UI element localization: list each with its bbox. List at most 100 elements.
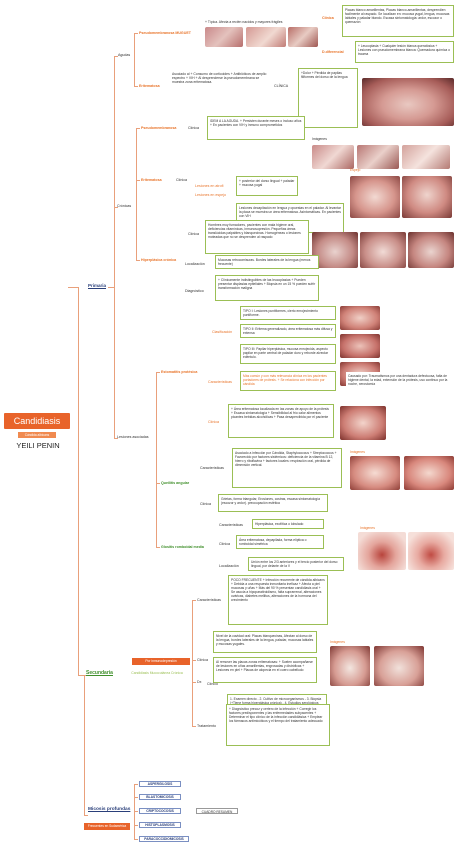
asoc-queil-caract-box: Asociado a infección por Cándida, Staphy… [232,448,342,488]
asoc-causado-box: Causado por: Traumatismos por una dentad… [346,372,454,398]
sec-tag-cmc: Candidiasis Mucocutánea Crónica [131,671,183,675]
asoc-glos-photo-1 [358,532,406,570]
aguda-photo-3 [288,27,318,47]
cron-hiper-label: Hiperplásica crónica [141,258,177,262]
branch-primaria: Primaria [88,283,107,288]
cron-hiper-box: Hombres muy fumadores, pacientes con mal… [205,220,309,254]
cron-diag-box: + Clínicamente indistinguibles de las le… [215,275,319,301]
aguda-dif: D.diferencial [322,50,344,54]
cron-pseudo-label: Pseudomembranosa [141,126,177,130]
asoc-queil-label: Queilitis angular [161,481,190,485]
cron-hiper-clinica: Clínica [188,232,199,236]
branch-secundaria: Secundaria [86,670,113,676]
asoc-tipo1: TIPO I: Lesiones puntiformes, cierto enr… [240,306,336,320]
asoc-glos-imgs: Imágenes [360,526,375,530]
aguda-pseudo-text: + Típica. Afecta a recién nacidos y mayo… [205,20,283,24]
aguda-clinica-box: Placas blanco amarillentas, Placas blanc… [342,5,454,37]
cron-espejo-tag: Espejo [350,168,361,172]
sec-clinica: Clínica [197,658,208,662]
asoc-glos-clin-box: Área eritematosa, depapilada, forma elíp… [236,535,324,549]
asoc-queil-imgs: Imágenes [350,450,365,454]
sec-photo-2 [374,646,424,686]
aguda-photo-2 [246,27,286,47]
asoc-queil-photo-1 [350,456,400,490]
cron-pseudo-box: IDEM A LA AGUDA. + Persisten durante mes… [207,116,305,140]
aguda-dif-box: + Leucoplasia + Cualquier lesión blanca … [355,41,454,63]
cron-loc-box: Mucosas retrocomisuras. Bordes laterales… [215,255,319,269]
cron-diag: Diagnóstico [185,289,204,293]
main-title: Candidiasis Oral [4,413,70,442]
sec-tag-inmuno: Por inmunodepresión [132,658,190,665]
asoc-tipo2: TIPO II: Eritema generalizado, área erit… [240,324,336,338]
cron-loc: Localización [185,262,205,266]
aguda-eri-photo [362,78,454,126]
branch-micosis: Micosis profundas [88,807,131,812]
branch-cronicas: Crónicas [117,204,132,208]
cron-images-label: Imágenes [312,137,327,141]
cron-hiper-photo-3 [408,232,454,268]
cron-photo-2 [357,145,399,169]
micosis-cuadro-resumen: CUADRO RESUMEN [196,808,238,814]
asoc-glos-loc: Localización [219,564,239,568]
sec-dx: Dx [197,680,202,684]
asoc-queil-caract: Características [200,466,224,470]
cron-pseudo-clinica: Clínica [188,126,199,130]
asoc-queil-clin: Clínica [200,502,211,506]
asoc-glos-label: Glositis romboidal media [161,545,204,549]
sec-trat-box: + Diagnóstico precoz y certero de la inf… [226,704,330,746]
sec-caract-box: POCO FRECUENTE + Infección recurrente de… [228,575,328,625]
cron-eri-label: Eritematosa [141,178,162,182]
micosis-item-histoplasmosis: HISTOPLASMOSIS [139,822,181,828]
asoc-caract-box: Más común y con más relevancia clínica e… [240,371,336,391]
title-badge: Cándida albicans [18,432,56,438]
asoc-glos-caract: Características [219,523,243,527]
asoc-tipo3: TIPO III: Papilar hiperplásica, mucosa e… [240,344,336,364]
sec-clinica-box-1: Nivel de la cavidad oral: Placas blanque… [213,631,317,653]
aguda-eri-clinica-box: +Dolor + Pérdida de papilas filiformes d… [298,68,358,128]
asoc-estom-label: Estomatitis protésica [161,370,198,374]
cron-espejo-photo-2 [402,176,452,218]
aguda-eri-label: Eritematosa [139,84,160,88]
aguda-photo-1 [205,27,243,47]
micosis-badge: Frecuentes en Sudamérica [84,823,130,830]
asoc-estom-photo-2 [340,334,380,358]
aguda-clinica: Clínica [322,16,334,20]
sec-images: Imágenes [330,640,345,644]
asoc-estom-photo-1 [340,306,380,330]
cron-photo-3 [402,145,450,169]
asoc-glos-caract-box: Hiperplásica, exofítica o lobulado [252,519,324,529]
cron-eri-clinica: Clínica [176,178,187,182]
cron-hiper-photo-2 [360,232,406,268]
asoc-queil-clin-box: Grietas, forma triangular, Erosiones, co… [218,494,328,512]
author-name: YEILI PENIN [16,441,60,450]
asoc-clinica-box: + Área eritematosa localizada en las zon… [228,404,334,438]
asoc-clasif: Clasificación [212,330,233,334]
aguda-eri-text: Asociado al + Consumo de corticoides + A… [172,72,267,85]
cron-atrofi-box: + posterior del dorso lingual + paladar … [236,176,298,196]
asoc-clinica-photo [340,406,386,440]
micosis-item-blastomicosis: BLASTOMICOSIS [139,794,181,800]
aguda-eri-clinica: CLÍNICA [274,84,289,88]
cron-lesiones-espejo: Lesiones en espejo [195,193,226,197]
asoc-glos-clin: Clínica [219,542,230,546]
micosis-item-criptococosis: CRIPTOCOCOSIS [139,808,181,814]
sec-trat: Tratamiento [197,724,217,728]
asoc-glos-photo-2 [408,532,454,570]
aguda-pseudo-label: Pseudomembranosa MUGUET [139,31,191,35]
micosis-item-paracoccidiomicosis: PARACOCCIDIOMICOSIS [139,836,189,842]
asoc-caract: Características [208,380,232,384]
branch-asociadas: Lesiones asociadas [117,435,149,439]
micosis-item-aspergilosis: ASPERGILOSIS [139,781,181,787]
cron-lesiones-atrofi: Lesiones en atrofi [195,184,224,188]
sec-dx-clin: Clínico [207,682,218,686]
branch-agudas: Agudas [118,53,131,57]
asoc-clinica: Clínica [208,420,219,424]
cron-photo-1 [312,145,354,169]
asoc-queil-photo-2 [404,456,454,490]
asoc-glos-loc-box: Unión entre los 2/3 anteriores y el terc… [248,557,344,571]
cron-espejo-photo-1 [350,176,400,218]
sec-clinica-box-2: Al remover las placas zonas eritematosas… [213,657,317,683]
sec-photo-1 [330,646,370,686]
cron-hiper-photo-1 [312,232,358,268]
sec-caract: Características [197,598,221,602]
